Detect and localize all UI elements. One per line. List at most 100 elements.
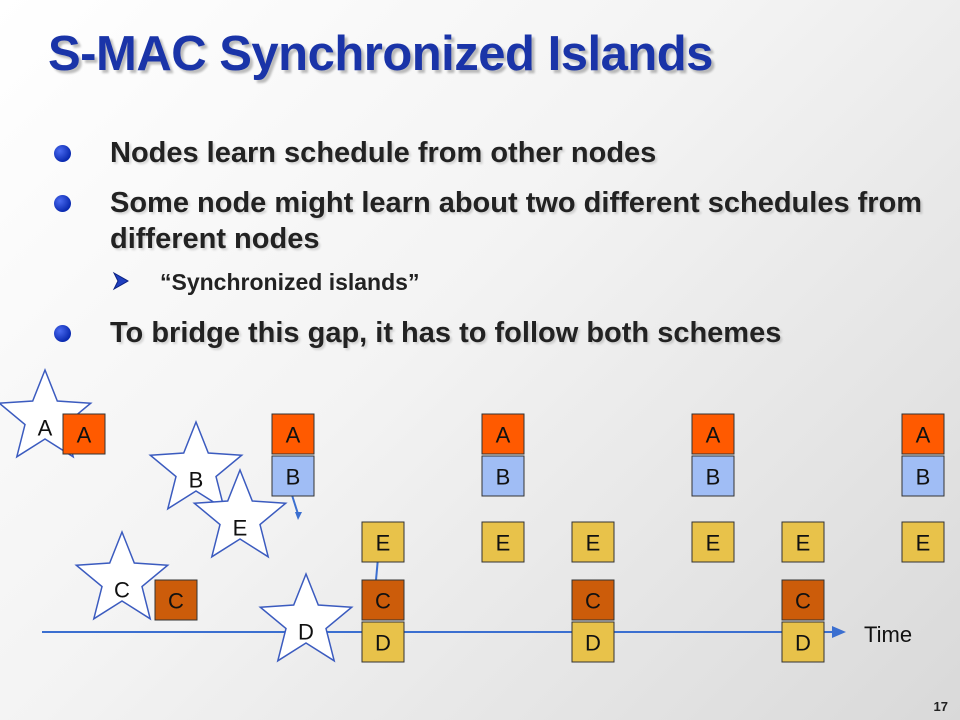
star-shape — [0, 367, 93, 459]
star-label: C — [114, 578, 130, 603]
node-star-c: C — [74, 529, 170, 621]
box-rect — [691, 413, 735, 455]
schedule-box-e: E — [901, 521, 945, 563]
box-label: C — [585, 589, 601, 614]
box-rect — [571, 621, 615, 663]
slide-title: S-MAC Synchronized Islands — [48, 27, 713, 81]
node-star-d: D — [258, 571, 354, 663]
box-rect — [271, 413, 315, 455]
schedule-box-e: E — [781, 521, 825, 563]
box-label: D — [585, 631, 601, 656]
star-label: E — [233, 516, 248, 541]
star-shape — [74, 529, 170, 621]
box-rect — [691, 521, 735, 563]
schedule-box-c: C — [361, 579, 405, 621]
schedule-box-e: E — [571, 521, 615, 563]
box-rect — [271, 455, 315, 497]
star-label: A — [38, 416, 53, 441]
box-rect — [691, 455, 735, 497]
box-label: B — [706, 465, 721, 490]
schedule-box-c: C — [571, 579, 615, 621]
box-rect — [571, 579, 615, 621]
box-label: C — [375, 589, 391, 614]
bullet-item-3: To bridge this gap, it has to follow bot… — [50, 315, 930, 351]
box-label: A — [916, 423, 931, 448]
node-star-b: B — [148, 419, 244, 511]
star-shape — [192, 467, 288, 559]
box-label: D — [795, 631, 811, 656]
box-label: D — [375, 631, 391, 656]
box-rect — [781, 621, 825, 663]
schedule-box-c: C — [781, 579, 825, 621]
schedule-box-b: B — [691, 455, 735, 497]
schedule-box-d: D — [571, 621, 615, 663]
schedule-box-a: A — [62, 413, 106, 455]
box-label: E — [916, 531, 931, 556]
box-label: B — [916, 465, 931, 490]
box-rect — [901, 413, 945, 455]
box-label: E — [706, 531, 721, 556]
bullet-text: Nodes learn schedule from other nodes — [110, 137, 657, 169]
box-rect — [901, 521, 945, 563]
box-rect — [901, 455, 945, 497]
bullet-item-1: Nodes learn schedule from other nodes — [50, 135, 930, 171]
sub-bullet-item: “Synchronized islands” — [50, 267, 930, 297]
schedule-box-a: A — [691, 413, 735, 455]
star-label: D — [298, 620, 314, 645]
schedule-box-a: A — [271, 413, 315, 455]
box-label: E — [496, 531, 511, 556]
box-label: C — [795, 589, 811, 614]
bullet-text: Some node might learn about two differen… — [110, 187, 923, 255]
box-rect — [481, 455, 525, 497]
bullet-text: To bridge this gap, it has to follow bot… — [110, 317, 782, 349]
timeline-arrowhead-icon — [832, 626, 846, 638]
node-star-a: A — [0, 367, 93, 459]
arrow-bullet-icon — [112, 271, 130, 291]
schedule-box-e: E — [481, 521, 525, 563]
bullet-dot-icon — [54, 145, 71, 162]
box-rect — [361, 621, 405, 663]
page-number: 17 — [933, 699, 948, 714]
schedule-box-d: D — [361, 621, 405, 663]
box-label: A — [706, 423, 721, 448]
bullet-dot-icon — [54, 195, 71, 212]
schedule-box-e: E — [691, 521, 735, 563]
schedule-box-e: E — [361, 521, 405, 563]
box-label: A — [496, 423, 511, 448]
box-label: A — [286, 423, 301, 448]
box-rect — [571, 521, 615, 563]
box-rect — [481, 413, 525, 455]
star-label: B — [189, 468, 204, 493]
time-label: Time — [864, 622, 912, 647]
box-rect — [361, 521, 405, 563]
schedule-box-b: B — [901, 455, 945, 497]
box-label: C — [168, 589, 184, 614]
box-rect — [361, 579, 405, 621]
star-shape — [148, 419, 244, 511]
box-label: B — [286, 465, 301, 490]
box-rect — [481, 521, 525, 563]
connector-arrowhead-icon — [295, 512, 302, 520]
schedule-box-b: B — [481, 455, 525, 497]
bullet-list: Nodes learn schedule from other nodes So… — [50, 135, 930, 365]
box-label: E — [376, 531, 391, 556]
box-rect — [62, 413, 106, 455]
schedule-box-c: C — [154, 579, 198, 621]
box-label: B — [496, 465, 511, 490]
box-label: A — [77, 423, 92, 448]
schedule-box-a: A — [481, 413, 525, 455]
bullet-item-2: Some node might learn about two differen… — [50, 185, 930, 257]
box-label: E — [586, 531, 601, 556]
node-star-e: E — [192, 467, 288, 559]
box-label: E — [796, 531, 811, 556]
box-rect — [781, 579, 825, 621]
schedule-box-b: B — [271, 455, 315, 497]
box-rect — [154, 579, 198, 621]
schedule-box-d: D — [781, 621, 825, 663]
schedule-box-a: A — [901, 413, 945, 455]
box-rect — [781, 521, 825, 563]
star-shape — [258, 571, 354, 663]
